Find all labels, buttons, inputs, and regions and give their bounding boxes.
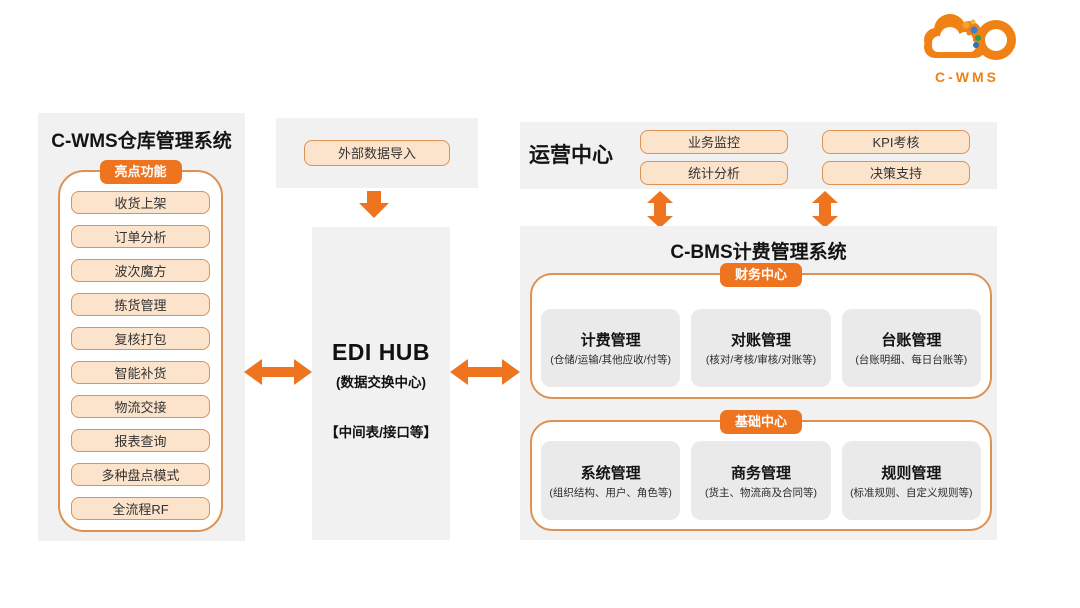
wms-feature-item: 拣货管理 (71, 293, 210, 316)
wms-panel-title: C-WMS仓库管理系统 (51, 131, 232, 152)
card-title: 规则管理 (881, 464, 942, 482)
card-business-management: 商务管理 (货主、物流商及合同等) (691, 441, 831, 520)
wms-feature-box: 亮点功能 收货上架 订单分析 波次魔方 拣货管理 复核打包 智能补货 物流交接 … (58, 160, 223, 532)
card-rule-management: 规则管理 (标准规则、自定义规则等) (841, 441, 981, 520)
edi-hub-panel: EDI HUB (数据交换中心) 【中间表/接口等】 (312, 227, 450, 540)
bms-panel-title: C-BMS计费管理系统 (670, 242, 847, 263)
card-system-management: 系统管理 (组织结构、用户、角色等) (541, 441, 681, 520)
card-reconciliation-management: 对账管理 (核对/考核/审核/对账等) (691, 309, 831, 387)
logo-cloud-icon (924, 14, 1016, 60)
base-center-box: 基础中心 系统管理 (组织结构、用户、角色等) 商务管理 (货主、物流商及合同等… (530, 410, 992, 531)
base-center-badge: 基础中心 (719, 410, 803, 434)
wms-panel: C-WMS仓库管理系统 亮点功能 收货上架 订单分析 波次魔方 拣货管理 复核打… (38, 113, 245, 541)
ops-item-decision: 决策支持 (822, 161, 970, 185)
card-billing-management: 计费管理 (仓储/运输/其他应收/付等) (541, 309, 681, 387)
wms-feature-item: 全流程RF (71, 497, 210, 520)
edi-hub-note: 【中间表/接口等】 (325, 425, 437, 440)
double-arrow-edi-bms-icon (450, 359, 520, 385)
wms-feature-item: 复核打包 (71, 327, 210, 350)
card-subtitle: (标准规则、自定义规则等) (850, 486, 973, 499)
card-title: 商务管理 (730, 464, 791, 482)
ops-item-kpi: KPI考核 (822, 130, 970, 154)
double-arrow-ops-bms-left-icon (647, 191, 673, 228)
wms-feature-item: 订单分析 (71, 225, 210, 248)
card-title: 系统管理 (580, 464, 641, 482)
edi-hub-subtitle: (数据交换中心) (336, 375, 426, 390)
double-arrow-wms-edi-icon (244, 359, 312, 385)
external-import-panel: 外部数据导入 (276, 118, 478, 188)
card-subtitle: (组织结构、用户、角色等) (549, 486, 672, 499)
card-title: 计费管理 (580, 332, 641, 349)
card-title: 对账管理 (730, 332, 791, 349)
wms-feature-item: 智能补货 (71, 361, 210, 384)
finance-cards: 计费管理 (仓储/运输/其他应收/付等) 对账管理 (核对/考核/审核/对账等)… (541, 309, 981, 387)
ops-item-business-monitor: 业务监控 (640, 130, 788, 154)
base-cards: 系统管理 (组织结构、用户、角色等) 商务管理 (货主、物流商及合同等) 规则管… (541, 441, 981, 520)
wms-feature-item: 多种盘点模式 (71, 463, 210, 486)
card-subtitle: (仓储/运输/其他应收/付等) (550, 354, 672, 366)
wms-feature-item: 波次魔方 (71, 259, 210, 282)
edi-hub-title: EDI HUB (331, 339, 431, 365)
brand-logo: C-WMS (906, 10, 1028, 85)
card-subtitle: (核对/考核/审核/对账等) (705, 354, 817, 366)
operations-panel: 运营中心 业务监控 KPI考核 统计分析 决策支持 (520, 122, 997, 189)
card-subtitle: (货主、物流商及合同等) (704, 486, 817, 499)
ops-item-statistics: 统计分析 (640, 161, 788, 185)
wms-feature-item: 收货上架 (71, 191, 210, 214)
finance-center-badge: 财务中心 (719, 263, 803, 287)
bms-panel: C-BMS计费管理系统 财务中心 计费管理 (仓储/运输/其他应收/付等) 对账… (520, 226, 997, 540)
wms-feature-item: 物流交接 (71, 395, 210, 418)
operations-title: 运营中心 (529, 144, 613, 167)
wms-feature-list: 收货上架 订单分析 波次魔方 拣货管理 复核打包 智能补货 物流交接 报表查询 … (71, 191, 210, 520)
logo-text: C-WMS (935, 69, 999, 85)
card-ledger-management: 台账管理 (台账明细、每日台账等) (841, 309, 981, 387)
down-arrow-icon (359, 191, 389, 218)
finance-center-box: 财务中心 计费管理 (仓储/运输/其他应收/付等) 对账管理 (核对/考核/审核… (530, 263, 992, 399)
card-subtitle: (台账明细、每日台账等) (855, 354, 968, 366)
external-import-label: 外部数据导入 (304, 140, 450, 166)
card-title: 台账管理 (881, 332, 942, 349)
double-arrow-ops-bms-right-icon (812, 191, 838, 228)
wms-highlight-badge: 亮点功能 (99, 160, 182, 184)
wms-feature-item: 报表查询 (71, 429, 210, 452)
